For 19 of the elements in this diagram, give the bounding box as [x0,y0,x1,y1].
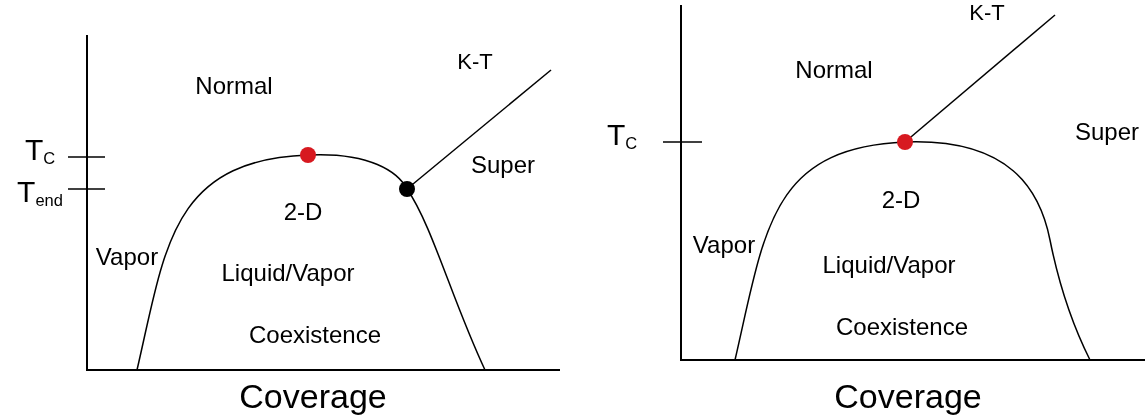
region-label: Coexistence [835,315,969,339]
line-label: K-T [457,51,493,73]
region-label: Super [471,153,535,177]
region-label: Vapor [95,245,159,269]
region-label: 2-D [881,188,921,212]
tick-label: T$_{C}$ [606,120,638,150]
region-label: Vapor [692,233,756,257]
axis-label: Coverage [834,379,982,413]
axis-label: Coverage [239,379,387,413]
tick-label: T$_{C}$ [24,135,56,165]
region-label: Normal [795,58,873,82]
region-label: Coexistence [248,323,382,347]
region-label: 2-D [283,200,323,224]
tick-label: T$_{end}$ [17,177,63,207]
region-label: Liquid/Vapor [221,261,355,285]
region-label: Normal [195,74,273,98]
region-label: Liquid/Vapor [822,253,956,277]
line-label: K-T [969,2,1005,24]
region-label: Super [1075,120,1139,144]
